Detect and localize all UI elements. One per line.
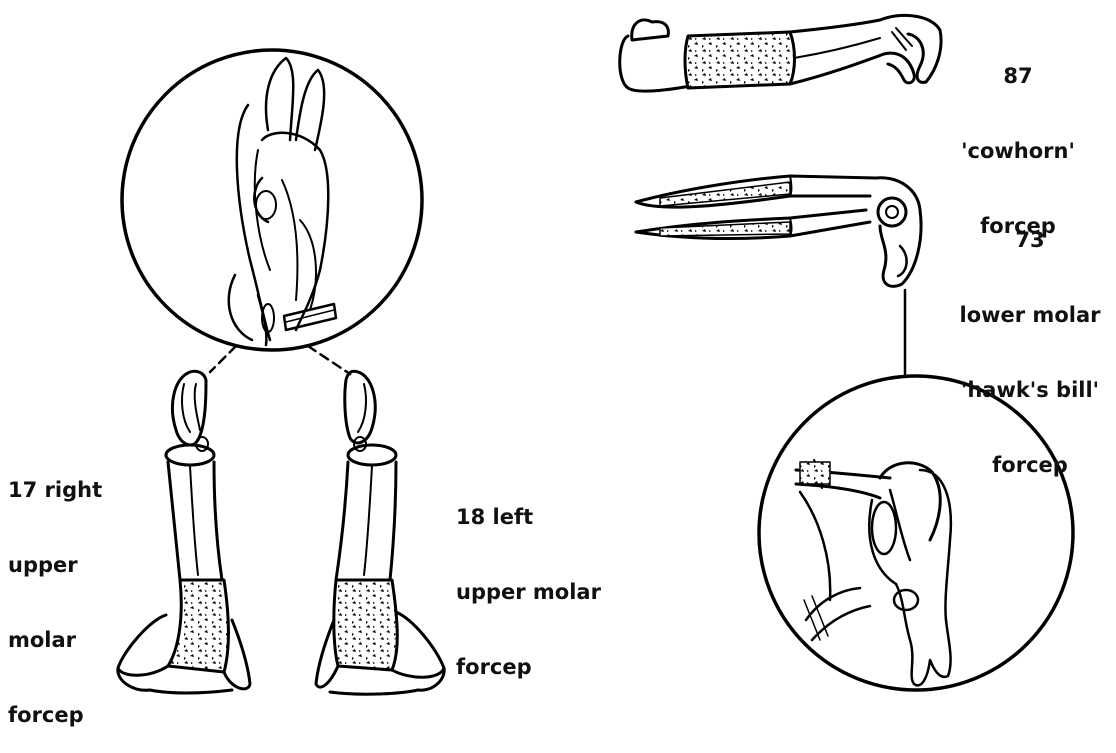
label-73-line-4: forcep (950, 453, 1110, 478)
label-18-line-1: 18 left (456, 505, 601, 530)
label-18-line-3: forcep (456, 655, 601, 680)
label-17-line-3: molar (8, 628, 102, 653)
label-73-line-2: lower molar (950, 303, 1110, 328)
forcep-87-drawing (620, 15, 941, 91)
label-17-line-1: 17 right (8, 478, 102, 503)
label-87-line-1: 87 (958, 64, 1078, 89)
forcep-18-drawing (316, 371, 444, 694)
label-forcep-18: 18 left upper molar forcep (456, 455, 601, 705)
label-73-line-3: 'hawk's bill' (950, 378, 1110, 403)
label-forcep-17: 17 right upper molar forcep (8, 428, 102, 753)
upper-molar-detail-circle (122, 50, 422, 350)
connector-left (210, 346, 236, 372)
connector-right (308, 346, 350, 374)
forcep-73-drawing (636, 176, 921, 286)
forcep-17-drawing (118, 371, 250, 693)
label-17-line-4: forcep (8, 703, 102, 728)
label-forcep-73: 73 lower molar 'hawk's bill' forcep (950, 178, 1110, 503)
label-87-line-2: 'cowhorn' (958, 139, 1078, 164)
label-18-line-2: upper molar (456, 580, 601, 605)
label-73-line-1: 73 (950, 228, 1110, 253)
label-17-line-2: upper (8, 553, 102, 578)
